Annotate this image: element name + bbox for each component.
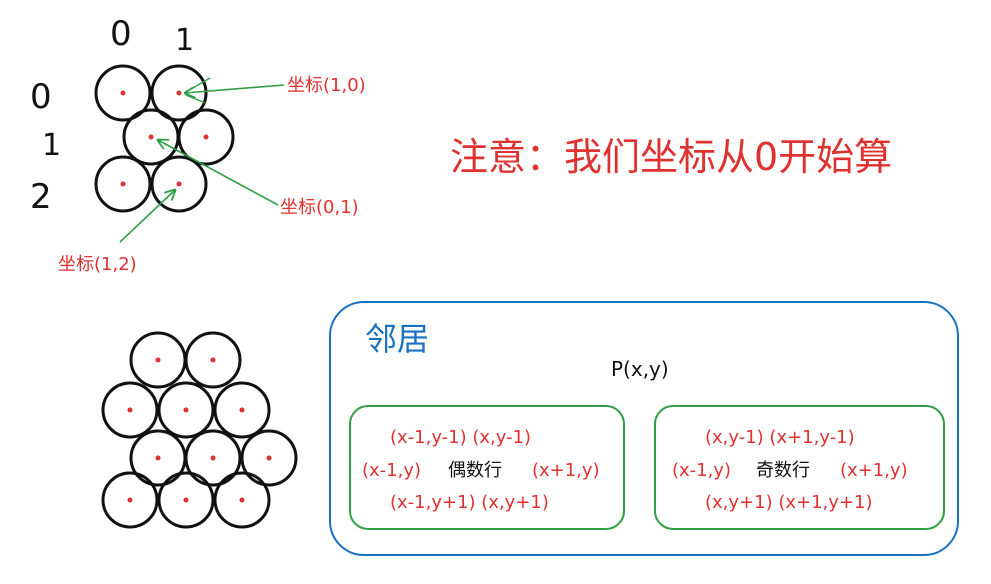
cell-1-1 <box>177 108 235 166</box>
neighbors-box <box>329 301 959 556</box>
annotation-1-2: 坐标(1,2) <box>58 254 137 275</box>
cell-dot <box>155 357 161 363</box>
cell-dot <box>148 134 154 140</box>
annotations: 坐标(1,0) 坐标(0,1) 坐标(1,2) <box>58 75 366 275</box>
column-label-0: 0 <box>110 14 132 54</box>
cell-0-0 <box>94 64 152 122</box>
annotation-arrows <box>119 77 285 243</box>
even-row-box <box>349 405 625 530</box>
cell-dot <box>120 181 126 187</box>
odd-left: (x-1,y) <box>672 460 731 481</box>
point-label: P(x,y) <box>611 357 669 381</box>
cell-dot <box>239 407 245 413</box>
odd-center: 奇数行 <box>756 460 810 481</box>
cell-1-2 <box>150 155 208 213</box>
row-label-2: 2 <box>30 177 52 217</box>
odd-row3: (x,y+1) (x+1,y+1) <box>705 492 872 513</box>
even-center: 偶数行 <box>448 460 502 481</box>
neighbors-title: 邻居 <box>365 320 429 358</box>
even-right: (x+1,y) <box>532 460 600 481</box>
arrow-to-1-0-b <box>185 77 211 93</box>
cell-dot <box>127 407 133 413</box>
even-left: (x-1,y) <box>362 460 421 481</box>
cell-dot <box>127 497 133 503</box>
arrow-to-1-0-c <box>185 94 206 104</box>
row-label-0: 0 <box>30 77 52 117</box>
cell <box>101 471 159 529</box>
cell <box>157 381 215 439</box>
cell-dot <box>176 90 182 96</box>
arrow-to-1-0 <box>185 84 285 93</box>
cell <box>240 429 298 487</box>
column-labels: 0 1 <box>110 14 194 58</box>
neighbors-panel: 邻居 P(x,y) (x-1,y-1) (x,y-1) (x-1,y) 偶数行 … <box>329 301 959 556</box>
annotation-0-1: 坐标(0,1) <box>280 197 359 218</box>
cell-dot <box>176 181 182 187</box>
cell <box>213 381 271 439</box>
row-labels: 0 1 2 <box>30 77 61 217</box>
cell-dot <box>210 357 216 363</box>
cell-1-0 <box>150 64 208 122</box>
top-grid <box>94 64 235 213</box>
note-text: 注意：我们坐标从0开始算 <box>450 135 892 179</box>
cell <box>184 429 242 487</box>
cell-0-2 <box>94 155 152 213</box>
odd-row1: (x,y-1) (x+1,y-1) <box>705 427 855 448</box>
row-label-1: 1 <box>42 128 61 163</box>
cell <box>157 471 215 529</box>
annotation-1-0: 坐标(1,0) <box>287 75 366 96</box>
cell <box>184 331 242 389</box>
even-row3: (x-1,y+1) (x,y+1) <box>390 492 549 513</box>
cell <box>101 381 159 439</box>
arrow-to-1-2 <box>119 190 175 243</box>
cell <box>213 471 271 529</box>
arrow-to-0-1 <box>158 140 279 206</box>
even-row1: (x-1,y-1) (x,y-1) <box>390 427 531 448</box>
bottom-grid <box>101 331 298 529</box>
cell-dot <box>183 407 189 413</box>
cell-dot <box>183 497 189 503</box>
cell-dot <box>120 90 126 96</box>
cell-dot <box>155 455 161 461</box>
odd-row-box <box>654 405 945 530</box>
odd-right: (x+1,y) <box>840 460 908 481</box>
cell-dot <box>239 497 245 503</box>
cell-dot <box>210 455 216 461</box>
column-label-1: 1 <box>175 23 194 58</box>
cell-dot <box>266 455 272 461</box>
cell-dot <box>203 134 209 140</box>
